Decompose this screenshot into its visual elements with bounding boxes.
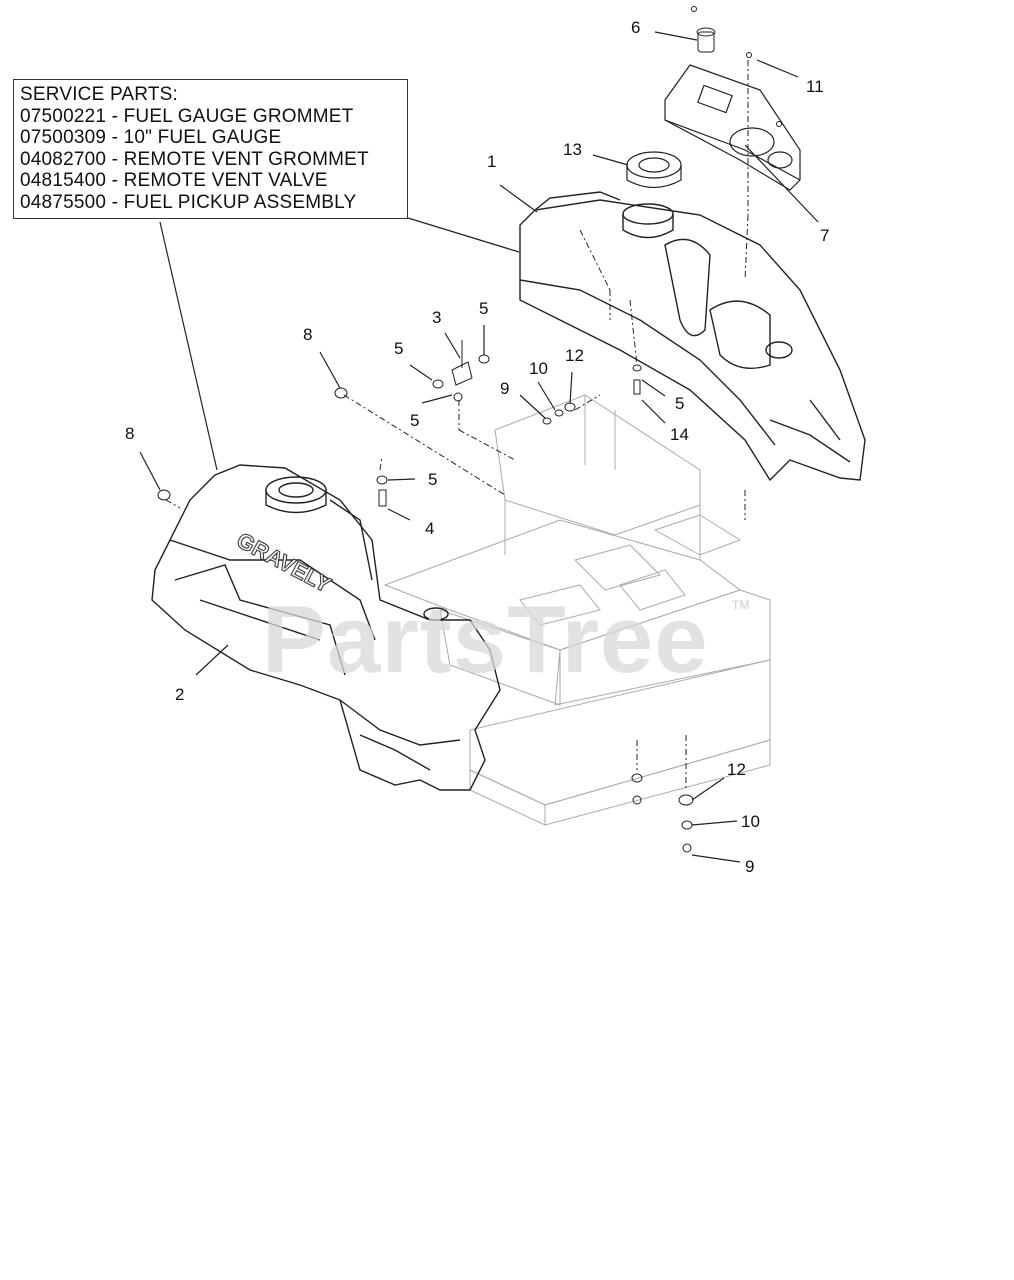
service-part-item: 07500221 - FUEL GAUGE GROMMET [20, 105, 354, 127]
service-part-item: 07500309 - 10" FUEL GAUGE [20, 127, 282, 148]
fuel-gauge-6 [696, 27, 716, 53]
callout-13: 13 [563, 140, 582, 159]
callout-7: 7 [820, 226, 830, 245]
callout-5: 5 [410, 411, 420, 430]
fuel-cap-13 [626, 151, 682, 189]
service-parts-box: SERVICE PARTS: 07500221 - FUEL GAUGE GRO… [13, 79, 408, 219]
callout-4: 4 [425, 519, 435, 538]
leader-lines [139, 31, 819, 863]
service-part-item: 04082700 - REMOTE VENT GROMMET [20, 148, 369, 170]
watermark-tm: TM [732, 598, 750, 612]
callout-12: 12 [565, 346, 584, 365]
callout-6: 6 [631, 18, 641, 37]
bracket-plate [664, 64, 801, 191]
callout-1: 1 [487, 152, 497, 171]
service-parts-heading: SERVICE PARTS: [20, 84, 179, 105]
mower-frame [383, 394, 771, 826]
callout-10: 10 [741, 812, 760, 831]
service-part-item: 04815400 - REMOTE VENT VALVE [20, 170, 328, 191]
callout-10: 10 [529, 359, 548, 378]
watermark-text: PartsTree [262, 586, 709, 693]
callout-2: 2 [175, 685, 185, 704]
callout-5: 5 [394, 339, 404, 358]
callout-9: 9 [500, 379, 510, 398]
callout-3: 3 [432, 308, 442, 327]
callout-5: 5 [479, 299, 489, 318]
callout-11: 11 [806, 77, 824, 96]
callout-9: 9 [745, 857, 755, 876]
callout-12: 12 [727, 760, 746, 779]
callout-5: 5 [675, 394, 685, 413]
fuel-tank-right [519, 191, 866, 482]
fuel-tank-left [151, 464, 501, 791]
callout-14: 14 [670, 425, 689, 444]
callout-5: 5 [428, 470, 438, 489]
callout-8: 8 [303, 325, 313, 344]
assembly-lines [165, 60, 749, 790]
service-part-item: 04875500 - FUEL PICKUP ASSEMBLY [20, 191, 357, 213]
callout-8: 8 [125, 424, 135, 443]
